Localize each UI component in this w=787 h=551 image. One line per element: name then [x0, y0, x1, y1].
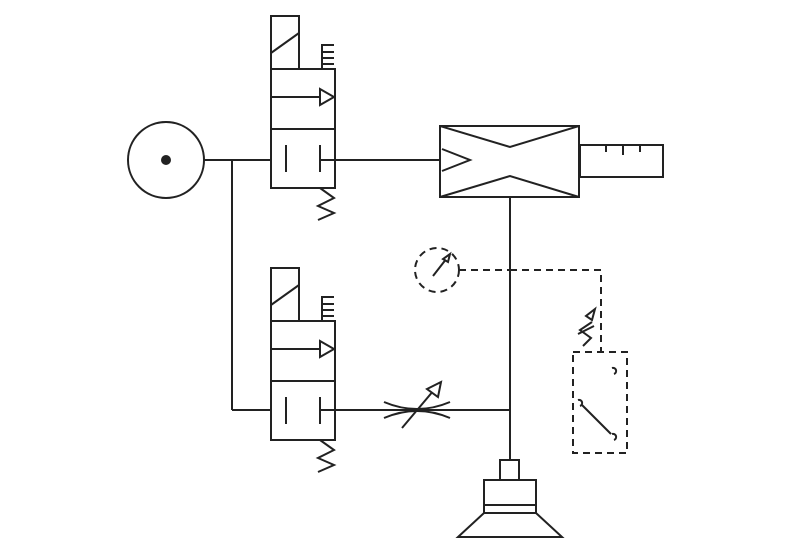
- upper-solenoid-valve-icon: [270, 15, 337, 221]
- adjust-spring-icon: [577, 306, 597, 347]
- lower-solenoid-valve-icon: [270, 267, 337, 473]
- signal-line: [510, 269, 602, 352]
- gauge-icon: [414, 247, 510, 293]
- vacuum-pump-icon: [127, 121, 205, 199]
- throttle-valve-icon: [383, 380, 451, 429]
- ejector-icon: [439, 125, 580, 198]
- pressure-switch-icon: [572, 351, 628, 454]
- silencer-icon: [579, 144, 664, 178]
- suction-cup-icon: [455, 459, 565, 538]
